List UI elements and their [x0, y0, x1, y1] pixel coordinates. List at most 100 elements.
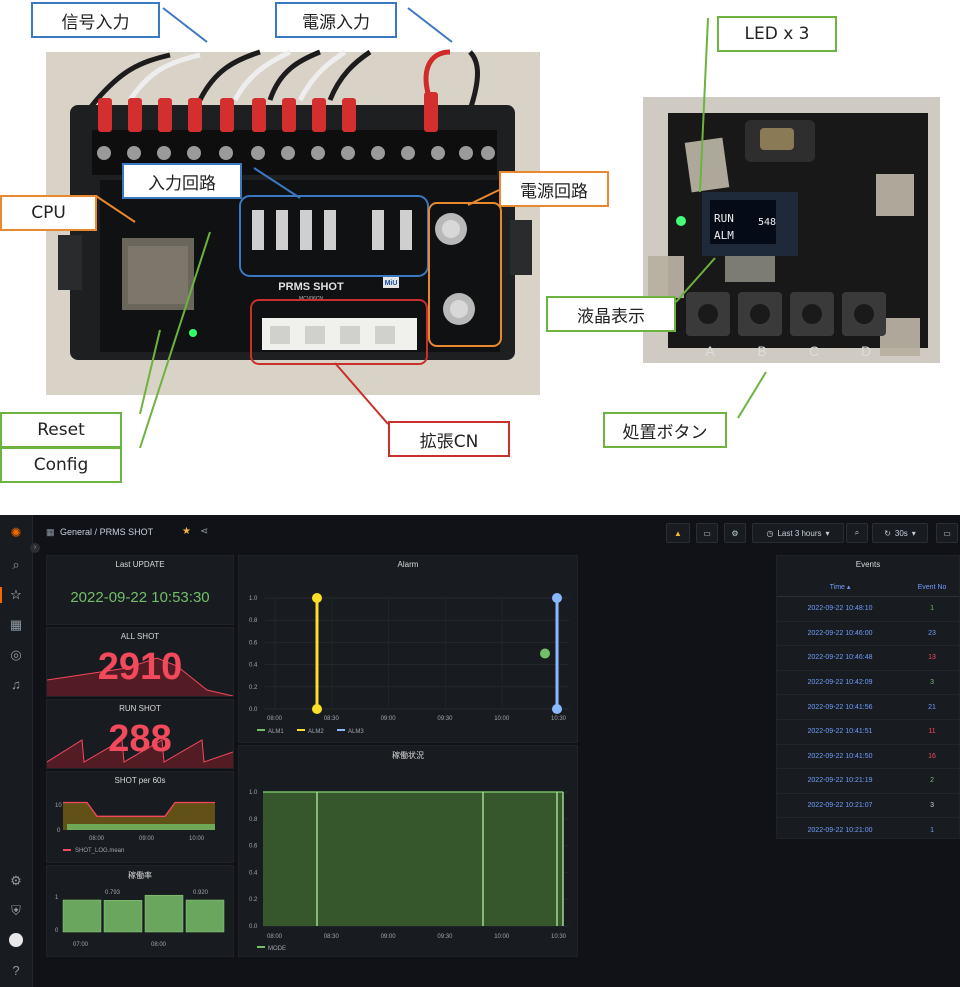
share-icon[interactable]: ⋖	[200, 526, 209, 537]
zoom-out-button[interactable]: ⌕	[846, 523, 868, 543]
label-led-text: LED x 3	[744, 24, 810, 44]
panel-last-update[interactable]: Last UPDATE 2022-09-22 10:53:30	[46, 555, 234, 625]
expansion-highlight	[250, 299, 428, 365]
wires	[88, 49, 480, 111]
alarm-ytick: 0.6	[249, 640, 258, 646]
shot-per-legend-swatch	[63, 849, 71, 851]
mode-ytick: 1.0	[249, 790, 258, 796]
refresh-interval-label: 30s	[894, 528, 908, 538]
panel-events[interactable]: Events Time ▴ Event No 2022-09-22 10:48:…	[776, 555, 960, 839]
alarm-point-alm2	[312, 593, 322, 603]
label-cpu-text: CPU	[31, 203, 66, 223]
breadcrumb-title[interactable]: PRMS SHOT	[99, 527, 154, 537]
mode-ytick: 0.4	[249, 870, 258, 876]
settings-button[interactable]: ⚙	[724, 523, 746, 543]
mode-xtick: 09:30	[437, 934, 453, 940]
label-reset: Reset	[0, 412, 122, 448]
refresh-picker[interactable]: ↻ 30s ▾	[872, 523, 928, 543]
alarm-xtick: 08:00	[267, 716, 283, 722]
shield-icon[interactable]: ⛨	[11, 903, 21, 918]
panel-all-shot[interactable]: ALL SHOT 2910	[46, 627, 234, 697]
column-header-event-no[interactable]: Event No	[903, 578, 959, 597]
panel-operation-rate[interactable]: 稼働率 1 0 0.793 0.920 07:00 08:00	[46, 865, 234, 957]
board-led	[189, 329, 197, 337]
tv-mode-button[interactable]: ▭	[936, 523, 958, 543]
label-buttons: 処置ボタン	[603, 412, 727, 448]
label-led: LED x 3	[717, 16, 837, 52]
shot-per-legend-label: SHOT_LOG.mean	[75, 848, 124, 854]
avatar[interactable]	[8, 933, 24, 949]
add-panel-icon: ▲	[674, 528, 682, 538]
mode-xtick: 10:30	[551, 934, 567, 940]
mode-xtick: 08:00	[267, 934, 283, 940]
label-config-text: Config	[33, 455, 89, 475]
time-range-picker[interactable]: ◷ Last 3 hours ▾	[752, 523, 844, 543]
search-icon[interactable]: ⌕	[12, 557, 20, 572]
device-button-d-label: D	[861, 343, 871, 359]
label-reset-text: Reset	[37, 420, 85, 440]
column-header-time[interactable]: Time ▴	[777, 578, 904, 597]
time-range-label: Last 3 hours	[777, 528, 822, 538]
all-shot-sparkline	[47, 657, 233, 696]
alerting-bell-icon[interactable]: ♫	[11, 677, 21, 692]
sidebar-expand-icon[interactable]: ›	[30, 543, 40, 553]
sidebar: ✺ ⌕ ☆ ▦ ◎ ♫ ⚙ ⛨ ? ›	[0, 515, 40, 987]
shot-per-ytick-max: 10	[55, 803, 62, 809]
active-indicator	[0, 587, 2, 603]
event-time: 2022-09-22 10:46:00	[777, 621, 904, 647]
save-dashboard-button[interactable]: ▭	[696, 523, 718, 543]
breadcrumb[interactable]: General / PRMS SHOT	[60, 527, 153, 537]
run-shot-value: 288	[108, 718, 172, 760]
rate-ytick: 1	[55, 895, 59, 901]
rate-bar	[144, 894, 184, 933]
alarm-ytick: 0.0	[249, 707, 258, 713]
grafana-logo-icon[interactable]: ✺	[10, 525, 22, 540]
label-cpu: CPU	[0, 195, 97, 231]
mode-ytick: 0.2	[249, 897, 258, 903]
configuration-gear-icon[interactable]: ⚙	[10, 873, 22, 888]
mode-xtick: 08:30	[324, 934, 340, 940]
label-power-circuit: 電源回路	[499, 171, 609, 207]
grafana-dashboard: ✺ ⌕ ☆ ▦ ◎ ♫ ⚙ ⛨ ? › ▦ General / PRMS SHO…	[0, 515, 960, 987]
alarm-ytick: 0.2	[249, 685, 258, 691]
panel-run-shot[interactable]: RUN SHOT 288	[46, 699, 234, 769]
help-icon[interactable]: ?	[12, 963, 20, 978]
alarm-legend: ALM1 ALM2 ALM3	[257, 729, 364, 735]
mode-ytick: 0.6	[249, 844, 258, 850]
dashboards-icon[interactable]: ▦	[9, 617, 23, 632]
lcd-value-text: 548	[758, 217, 776, 228]
shot-per-xtick: 09:00	[139, 836, 155, 842]
monitor-icon: ▭	[943, 528, 951, 538]
starred-icon[interactable]: ☆	[10, 587, 22, 602]
device-button-a-label: A	[705, 343, 715, 359]
event-time: 2022-09-22 10:21:07	[777, 793, 904, 819]
panel-shot-per-60s[interactable]: SHOT per 60s 10 0 08:00 09:00 10:00 SHOT…	[46, 771, 234, 863]
alarm-point-alm3	[552, 593, 562, 603]
rate-bar	[185, 899, 225, 933]
legend-swatch-mode	[257, 946, 265, 948]
add-panel-button[interactable]: ▲	[666, 523, 690, 543]
event-number: 3	[903, 793, 959, 819]
device-button-c-label: C	[809, 343, 819, 359]
label-expansion-text: 拡張CN	[419, 431, 479, 452]
dashboards-grid-icon: ▦	[46, 527, 55, 537]
event-time: 2022-09-22 10:48:10	[777, 596, 904, 622]
event-number: 2	[903, 768, 959, 794]
alarm-ytick: 1.0	[249, 596, 258, 602]
alarm-xtick: 09:00	[381, 716, 397, 722]
favorite-star-icon[interactable]: ★	[182, 526, 191, 537]
breadcrumb-folder[interactable]: General	[60, 527, 93, 537]
explore-icon[interactable]: ◎	[10, 647, 22, 662]
